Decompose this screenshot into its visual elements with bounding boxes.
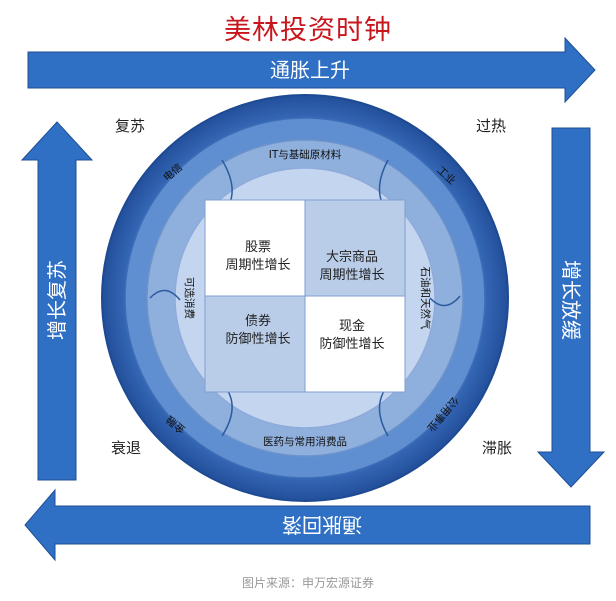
ring-divider	[429, 295, 461, 307]
quadrant-cash-subtitle: 防御性增长	[319, 336, 384, 352]
phase-stagflation: 滞胀	[482, 439, 512, 457]
sector-healthcare-staples: 医药与常用消费品	[263, 435, 347, 448]
phase-recovery: 复苏	[115, 117, 145, 135]
quadrant-cash-title: 现金	[339, 318, 365, 334]
quadrant-commodities-subtitle: 周期性增长	[319, 268, 384, 283]
arrow-right-label: 增长放缓	[559, 260, 583, 340]
phase-recession: 衰退	[111, 439, 141, 457]
arrow-left: 增长复苏	[20, 121, 94, 481]
arrow-bottom-label: 通胀回落	[282, 513, 362, 537]
arrow-top: 通胀上升	[27, 36, 596, 104]
sector-it-materials: IT与基础原材料	[269, 148, 342, 161]
page-title: 美林投资时钟	[224, 15, 392, 46]
sector-consumer-discretionary: 可选消费	[183, 277, 196, 319]
arrow-right: 增长放缓	[536, 127, 606, 488]
phase-overheat: 过热	[476, 117, 506, 135]
quadrant-bonds-subtitle: 防御性增长	[225, 331, 290, 347]
arrow-left-label: 增长复苏	[45, 260, 69, 340]
quadrant-cash	[305, 296, 405, 392]
quadrant-bonds-title: 债券	[245, 313, 271, 329]
quadrant-commodities	[305, 200, 405, 296]
quadrant-commodities-title: 大宗商品	[326, 249, 378, 265]
ring-divider	[149, 289, 181, 301]
quadrant-stocks-title: 股票	[245, 240, 271, 255]
image-caption: 图片来源：申万宏源证券	[241, 576, 374, 590]
quadrant-stocks	[205, 200, 305, 296]
quadrant-square	[204, 199, 406, 393]
arrow-bottom: 通胀回落	[24, 488, 591, 562]
quadrant-stocks-subtitle: 周期性增长	[225, 258, 290, 273]
quadrant-bonds	[205, 296, 305, 392]
sector-oil-gas: 石油和天然气	[419, 267, 432, 330]
arrow-top-label: 通胀上升	[270, 58, 350, 82]
